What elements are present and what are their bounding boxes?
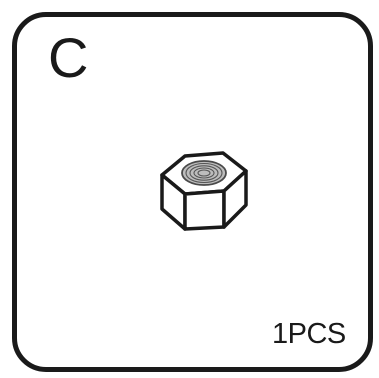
quantity-label: 1PCS <box>272 318 346 350</box>
hex-nut-icon <box>160 151 248 231</box>
part-letter: C <box>48 26 89 89</box>
nut-side-right <box>222 169 248 229</box>
nut-thread <box>181 160 227 186</box>
nut-side-front <box>183 189 226 231</box>
